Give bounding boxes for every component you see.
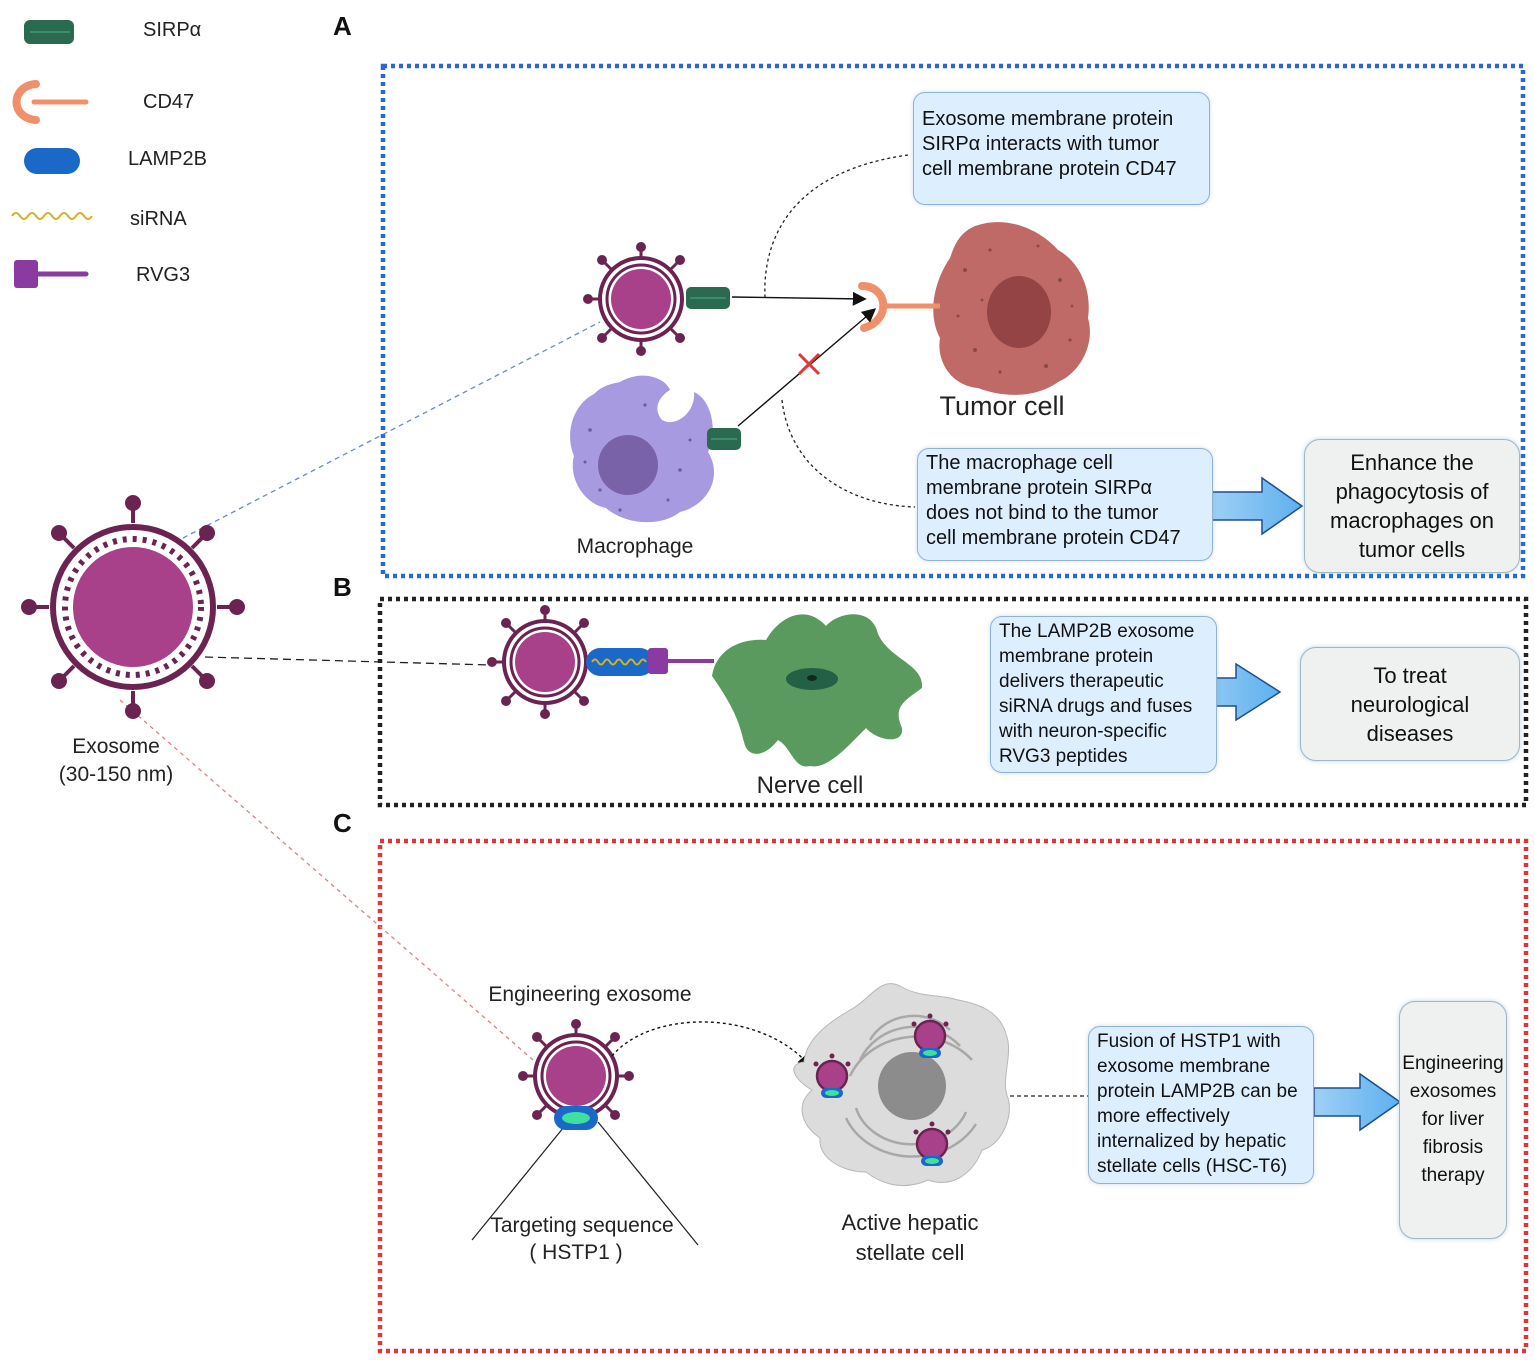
no-binding-cross-icon: [797, 352, 821, 376]
tumor-cell-label: Tumor cell: [939, 391, 1065, 421]
panel-c-frame: [377, 838, 1529, 1354]
legend-label-lamp2b: LAMP2B: [128, 148, 207, 170]
b-delivery-line: with neuron-specific: [999, 721, 1167, 742]
c-outcome-line: therapy: [1421, 1165, 1485, 1186]
a-outcome-line: Enhance the: [1350, 450, 1474, 475]
a-no-binding-box: The macrophage cell membrane protein SIR…: [917, 448, 1213, 561]
c-fusion-line: Fusion of HSTP1 with: [1097, 1031, 1281, 1052]
c-outcome-line: Engineering: [1402, 1053, 1504, 1074]
nerve-cell: [712, 614, 923, 767]
legend: [11, 20, 93, 288]
b-delivery-line: siRNA drugs and fuses: [999, 696, 1193, 717]
c-outcome-line: for liver: [1421, 1109, 1485, 1130]
panel-a-frame: [380, 63, 1526, 579]
lamp2b-sirna-construct: [586, 648, 654, 676]
nerve-cell-label: Nerve cell: [756, 772, 864, 799]
hstp1-label: ( HSTP1 ): [529, 1241, 623, 1264]
hsc-label-line2: stellate cell: [855, 1240, 965, 1265]
a-outcome-line: tumor cells: [1358, 537, 1466, 562]
b-delivery-line: The LAMP2B exosome: [999, 621, 1195, 642]
panel-b-frame: [377, 596, 1529, 808]
lamp2b-legend-icon: [24, 148, 80, 174]
exosome-size-label: (30-150 nm): [58, 763, 174, 786]
c-targeting-line-right: [597, 1121, 699, 1246]
b-outcome-line: To treat: [1373, 662, 1447, 688]
a-interaction-line: cell membrane protein CD47: [922, 158, 1177, 180]
a-no-binding-line: cell membrane protein CD47: [926, 527, 1181, 549]
a-outcome-arrow: [1211, 476, 1304, 536]
engineering-exosome-label: Engineering exosome: [488, 983, 692, 1006]
legend-label-cd47: CD47: [143, 91, 195, 113]
panel-a-letter: A: [333, 11, 352, 41]
a-interaction-box: Exosome membrane protein SIRPα interacts…: [913, 92, 1210, 205]
c-outcome-box: Engineering exosomes for liver fibrosis …: [1399, 1001, 1507, 1239]
b-delivery-line: membrane protein: [999, 646, 1154, 667]
macrophage-sirpa: [707, 428, 741, 450]
c-uptake-arrow: [611, 1021, 812, 1069]
c-fusion-line: protein LAMP2B can be: [1097, 1081, 1298, 1102]
macrophage-label: Macrophage: [576, 535, 694, 558]
a-bottom-callout-curve: [781, 399, 916, 508]
legend-label-sirpa: SIRPα: [143, 19, 202, 41]
c-fusion-line: exosome membrane: [1097, 1056, 1271, 1077]
a-interaction-line: Exosome membrane protein: [922, 108, 1174, 130]
b-delivery-line: RVG3 peptides: [999, 746, 1128, 767]
b-delivery-line: delivers therapeutic: [999, 671, 1164, 692]
exosome-b: [487, 605, 589, 719]
a-outcome-line: macrophages on: [1330, 508, 1494, 533]
c-outcome-line: exosomes: [1409, 1081, 1497, 1102]
c-targeting-line-left: [471, 1121, 569, 1241]
b-outcome-box: To treat neurological diseases: [1300, 647, 1520, 761]
legend-label-rvg3: RVG3: [136, 264, 191, 286]
hsc-label-line1: Active hepatic: [841, 1210, 979, 1235]
exosome-a-sirpa: [686, 287, 730, 309]
b-delivery-box: The LAMP2B exosome membrane protein deli…: [990, 616, 1217, 773]
a-outcome-box: Enhance the phagocytosis of macrophages …: [1304, 439, 1520, 573]
cd47-legend-icon: [12, 80, 89, 124]
c-fusion-line: stellate cells (HSC-T6): [1097, 1156, 1288, 1177]
c-fusion-line: more effectively: [1097, 1106, 1230, 1127]
c-outcome-line: fibrosis: [1422, 1137, 1484, 1158]
c-fusion-box: Fusion of HSTP1 with exosome membrane pr…: [1088, 1026, 1314, 1184]
sirpa-legend-icon: [24, 20, 74, 44]
rvg3-legend-icon: [14, 260, 89, 288]
a-interaction-line: SIRPα interacts with tumor: [922, 133, 1160, 155]
connector-c-line: [119, 699, 541, 1067]
a-no-binding-line: does not bind to the tumor: [926, 502, 1159, 524]
panel-b-letter: B: [333, 572, 352, 602]
a-no-binding-line: membrane protein SIRPα: [926, 477, 1153, 499]
exosome-a: [583, 242, 685, 356]
rvg3-peptide-b: [648, 648, 714, 674]
connector-a-line: [182, 321, 601, 539]
targeting-sequence-label: Targeting sequence: [490, 1214, 674, 1237]
exosome-main: [21, 321, 601, 1067]
panel-c-letter: C: [333, 808, 352, 838]
legend-label-sirna: siRNA: [130, 208, 187, 230]
hepatic-stellate-cell: [793, 983, 1010, 1186]
macrophage-cell: [570, 375, 715, 523]
b-outcome-line: neurological: [1350, 691, 1470, 717]
a-top-callout-curve: [764, 154, 909, 299]
cd47-receptor-a: [858, 282, 940, 332]
a-binding-arrow: [731, 291, 867, 306]
connector-b-line: [204, 656, 491, 666]
a-outcome-line: phagocytosis of: [1335, 479, 1489, 504]
c-fusion-line: internalized by hepatic: [1097, 1131, 1287, 1152]
c-outcome-arrow: [1313, 1072, 1402, 1132]
exosome-label: Exosome: [72, 735, 160, 758]
tumor-cell: [933, 222, 1090, 395]
a-no-binding-line: The macrophage cell: [926, 452, 1113, 474]
engineering-exosome: [518, 1019, 634, 1130]
sirna-legend-icon: [11, 212, 93, 220]
b-outcome-line: diseases: [1366, 720, 1454, 746]
